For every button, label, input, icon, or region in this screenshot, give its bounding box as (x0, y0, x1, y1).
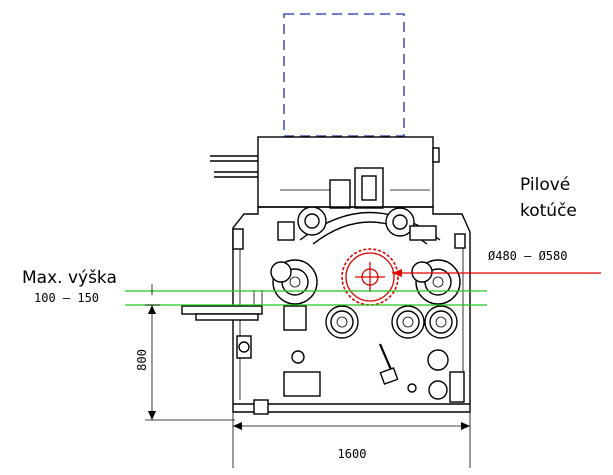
saw-blade (341, 248, 399, 306)
width-dimension (232, 404, 471, 468)
gear-unit (236, 335, 465, 403)
lower-roller-2 (391, 305, 425, 339)
machine-frame (232, 206, 471, 415)
saw-diameter-label: Ø480 – Ø580 (488, 249, 567, 263)
width-dim-label: 1600 (338, 447, 367, 461)
feed-table (181, 290, 307, 331)
height-dim-label: 800 (135, 349, 149, 371)
max-height-range: 100 – 150 (34, 291, 99, 305)
lower-roller-3 (424, 305, 458, 339)
adjust-lever (378, 343, 399, 385)
saw-title-line2: kotúče (520, 201, 577, 221)
saw-leader (392, 269, 601, 277)
hood-outline (283, 13, 405, 137)
motor-housing (210, 136, 440, 209)
max-height-title: Max. výška (22, 268, 117, 288)
saw-title-line1: Pilové (520, 175, 570, 195)
saw-yoke (277, 206, 441, 245)
left-feed-roller (270, 259, 318, 305)
lower-roller-1 (325, 305, 359, 339)
right-feed-roller (411, 259, 461, 305)
height-dimension (145, 284, 235, 421)
